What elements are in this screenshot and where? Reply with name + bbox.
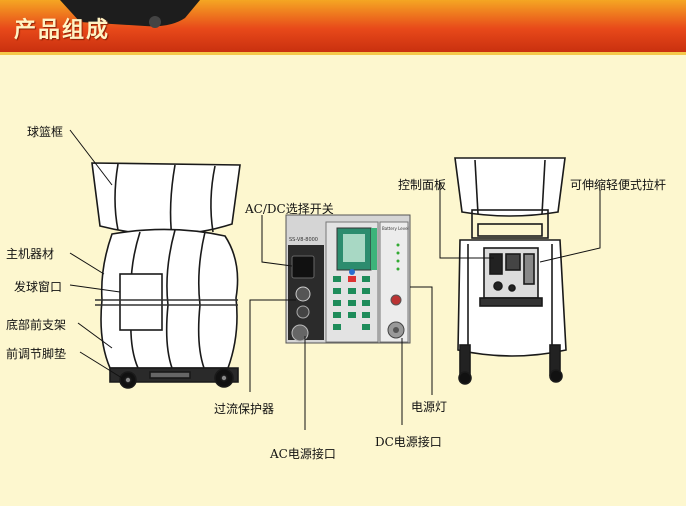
power-light-icon [390, 294, 402, 306]
launch-window [119, 273, 163, 331]
label-ac-dc-switch: AC/DC选择开关 [245, 202, 334, 216]
label-power-light: 电源灯 [411, 400, 448, 414]
leader-lines-right [439, 182, 601, 263]
telescopic-handle [471, 209, 549, 239]
ac-dc-switch-icon [291, 255, 315, 279]
label-launch-window: 发球窗口 [14, 280, 63, 294]
control-panel-closeup [285, 214, 411, 344]
header-banner: 产品组成 [0, 0, 686, 55]
machine-side-view [91, 162, 241, 389]
ac-power-port-icon [291, 324, 309, 342]
label-telescopic-handle: 可伸缩轻便式拉杆 [570, 178, 667, 192]
label-ac-power-port: AC电源接口 [270, 447, 336, 461]
leader-lines-center [249, 215, 433, 430]
label-ball-basket: 球篮框 [27, 125, 64, 139]
label-front-foot-pad: 前调节脚垫 [6, 347, 67, 361]
panel-model-text: SS-V8-8000 [289, 237, 318, 243]
leader-lines-left [69, 129, 123, 379]
label-dc-power-port: DC电源接口 [375, 435, 442, 449]
label-front-stand: 底部前支架 [6, 318, 67, 332]
label-control-panel: 控制面板 [398, 178, 447, 192]
label-main-body: 主机器材 [6, 247, 55, 261]
ball-basket-back [454, 157, 566, 217]
main-body [100, 228, 239, 369]
panel-battery-text: Battery Level [382, 226, 409, 231]
label-overcurrent-protector: 过流保护器 [214, 402, 275, 416]
overcurrent-protector-icon [296, 305, 310, 319]
machine-back-view [454, 157, 567, 385]
machine-corner-graphic [60, 0, 200, 28]
page-title: 产品组成 [14, 17, 111, 43]
